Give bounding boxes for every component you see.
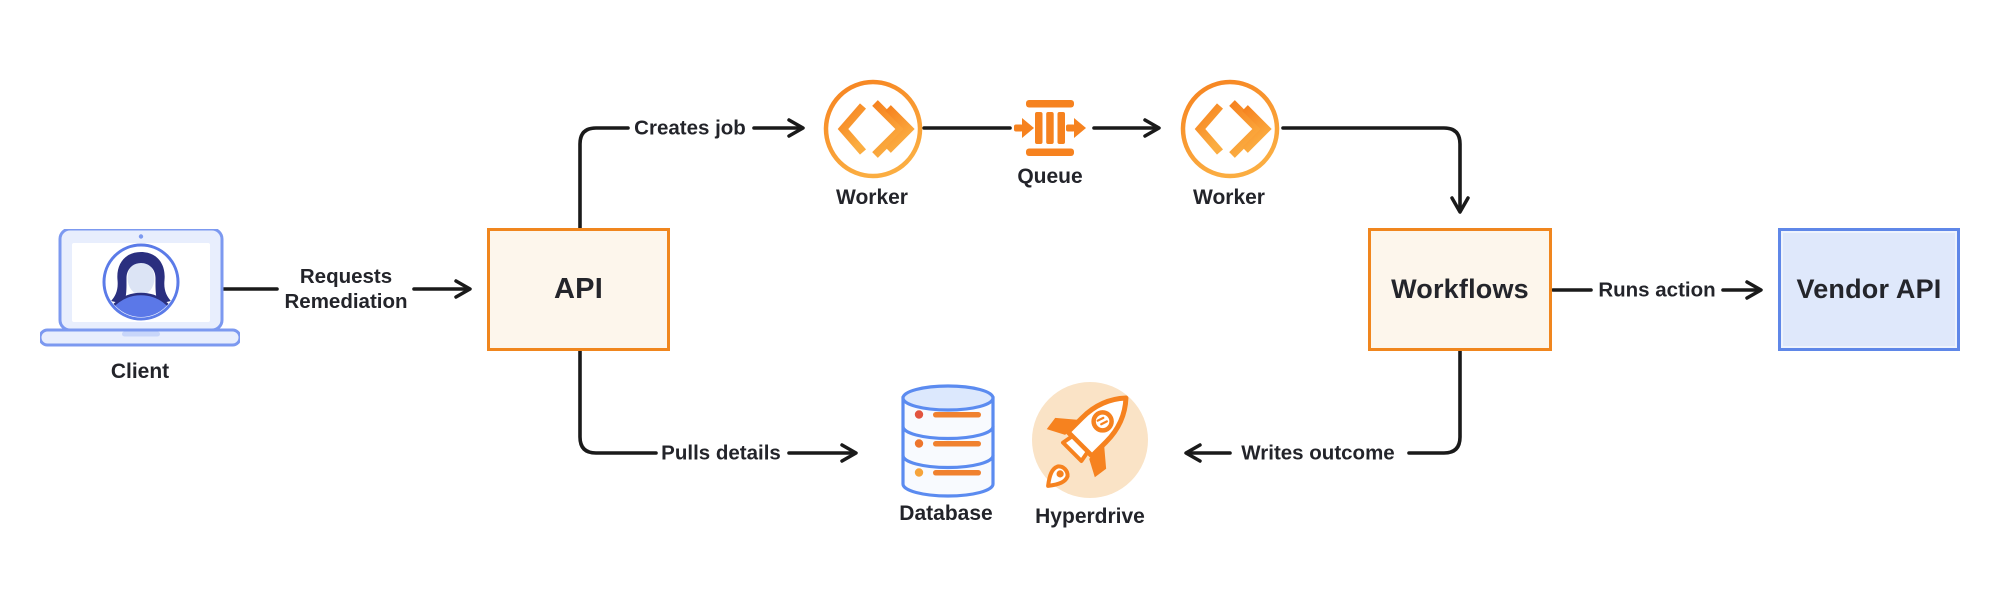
worker1-caption: Worker [836,186,908,209]
edge-label-creates-job: Creates job [634,116,746,140]
edge-api-down-line [578,349,658,455]
api-box-label: API [554,273,603,305]
workflows-box-label: Workflows [1391,274,1529,304]
laptop-user-icon [40,229,240,347]
edge-worker2-to-workflows-arrow [1281,126,1470,214]
edge-label-requests-remediation: Requests Remediation [284,265,408,313]
edge-workflows-down-line [1407,349,1462,455]
edge-api-up-line [578,126,630,230]
worker-icon [1180,79,1280,179]
database-caption: Database [899,502,993,525]
queue-caption: Queue [1017,165,1083,188]
worker-icon [823,79,923,179]
hyperdrive-caption: Hyperdrive [1035,505,1145,528]
edge-label-runs-action: Runs action [1598,278,1716,302]
worker2-caption: Worker [1193,186,1265,209]
vendor-api-box-label: Vendor API [1796,274,1942,304]
client-caption: Client [110,360,170,383]
queue-icon [1014,100,1086,156]
edge-label-writes-outcome: Writes outcome [1241,441,1395,465]
api-box: API [487,228,670,351]
vendor-api-box: Vendor API [1778,228,1960,351]
workflows-box: Workflows [1368,228,1552,351]
database-icon [901,384,995,498]
rocket-icon [1032,382,1148,498]
edge-label-pulls-details: Pulls details [661,441,781,465]
